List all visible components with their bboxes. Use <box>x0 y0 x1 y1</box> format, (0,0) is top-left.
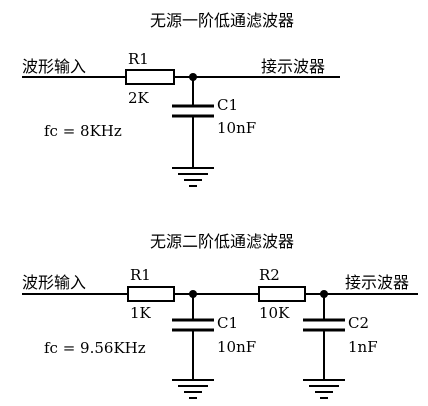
ground-icon <box>172 167 214 187</box>
circuit2-input-label: 波形输入 <box>22 273 86 292</box>
second-order-filter: 无源二阶低通滤波器 波形输入 接示波器 R1 1K R2 10K C1 10nF <box>22 232 418 399</box>
c1-value: 10nF <box>217 338 256 356</box>
c1-name: C1 <box>217 314 238 332</box>
first-order-filter: 无源一阶低通滤波器 波形输入 接示波器 R1 2K C1 10nF fc = 8… <box>22 11 340 187</box>
resistor-r1 <box>125 69 175 85</box>
c2-value: 1nF <box>348 338 378 356</box>
ground-icon <box>172 379 214 399</box>
circuit1-title: 无源一阶低通滤波器 <box>150 11 294 30</box>
r1-name: R1 <box>130 266 151 284</box>
resistor-r1 <box>127 286 175 302</box>
circuit1-input-label: 波形输入 <box>22 57 86 76</box>
r2-value: 10K <box>259 304 290 322</box>
ground-icon <box>303 379 345 399</box>
r1-value: 2K <box>128 89 150 107</box>
c2-name: C2 <box>348 314 369 332</box>
r1-value: 1K <box>130 304 152 322</box>
circuit2-cutoff: fc = 9.56KHz <box>44 339 146 357</box>
r1-name: R1 <box>128 50 149 68</box>
circuit2-title: 无源二阶低通滤波器 <box>150 232 294 251</box>
r2-name: R2 <box>259 266 280 284</box>
circuit1-cutoff: fc = 8KHz <box>44 122 122 140</box>
c1-name: C1 <box>217 96 238 114</box>
circuit2-output-label: 接示波器 <box>345 273 409 292</box>
c1-value: 10nF <box>217 119 256 137</box>
circuit1-output-label: 接示波器 <box>261 57 325 76</box>
resistor-r2 <box>258 286 306 302</box>
